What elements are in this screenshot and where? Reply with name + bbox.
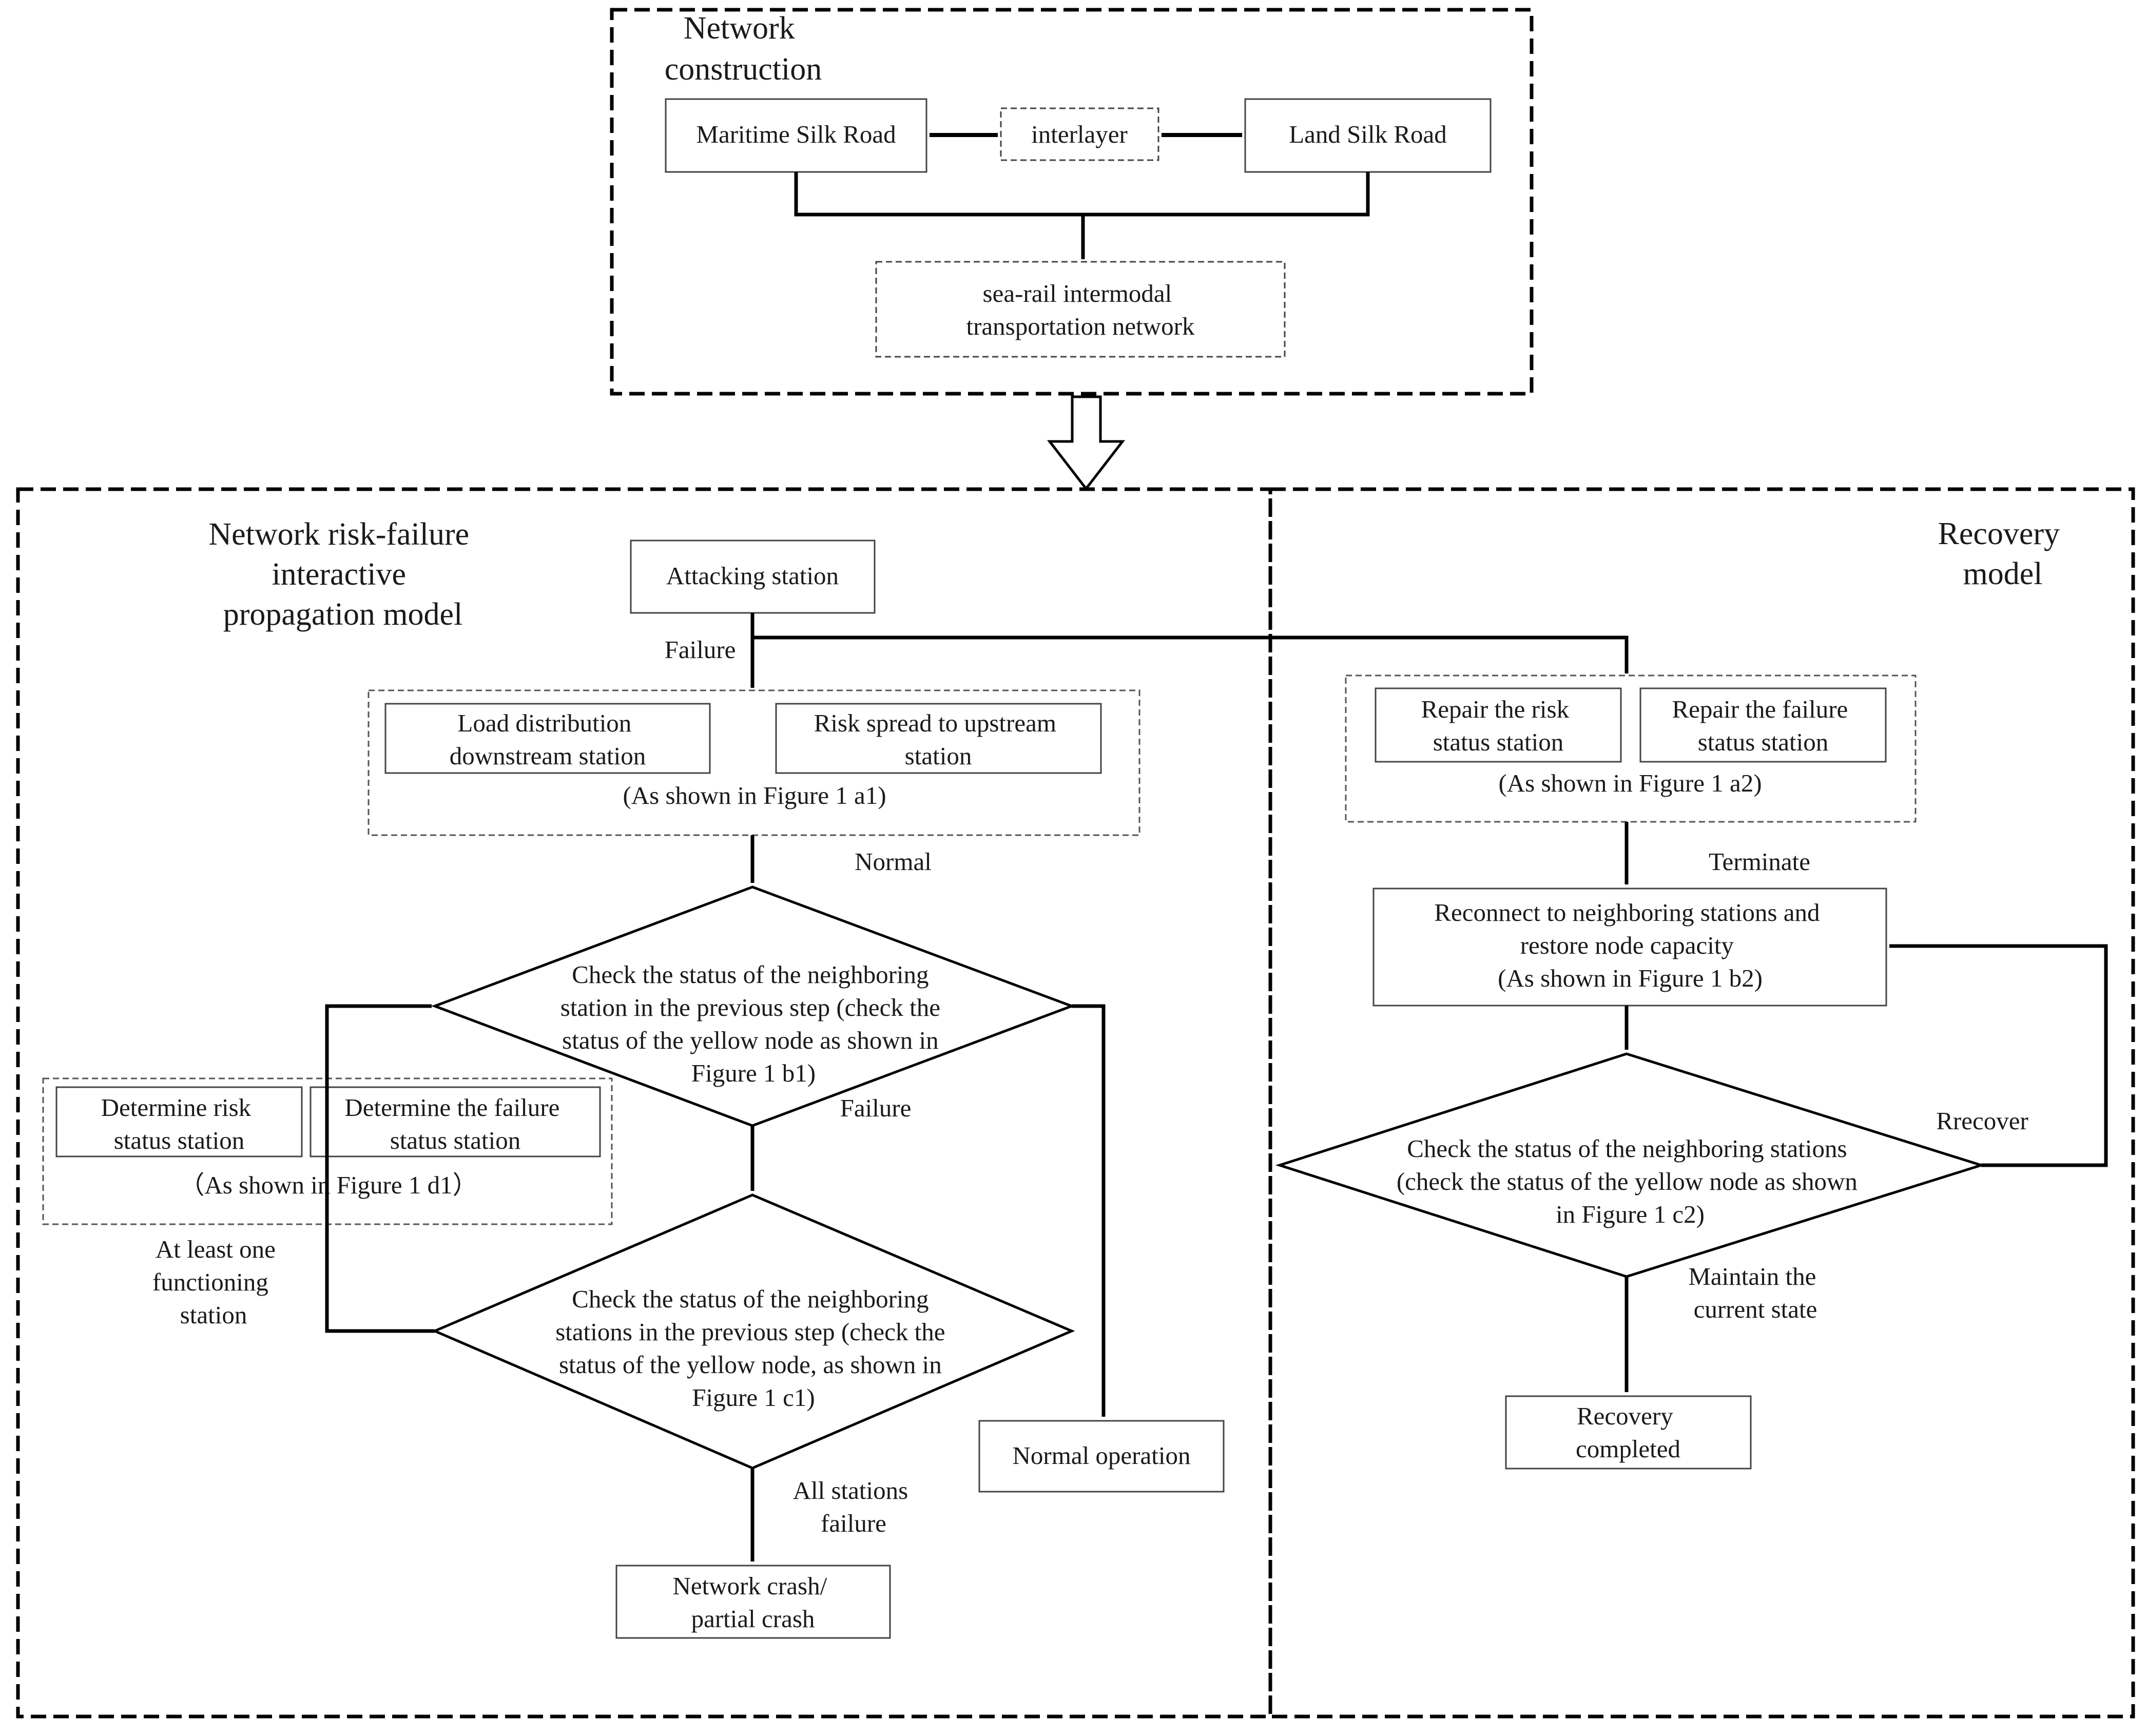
- determine-risk-box: [55, 1086, 303, 1158]
- maritime-silk-road-box: [665, 98, 927, 173]
- determine-failure-box: [310, 1086, 601, 1158]
- risk-failure-panel: [16, 487, 1272, 1719]
- network-construction-panel: [610, 8, 1534, 396]
- network-crash-box: [615, 1565, 891, 1639]
- sea-rail-network-label: sea-rail intermodal transportation netwo…: [966, 279, 1195, 340]
- sea-rail-network-box: [875, 261, 1286, 358]
- interlayer-label: interlayer: [1031, 120, 1128, 148]
- at-least-one-label: At least one functioning station: [152, 1235, 282, 1329]
- big-down-arrow: [1047, 395, 1126, 491]
- land-silk-road-box: [1244, 98, 1492, 173]
- recovery-title: Recovery model: [1938, 516, 2067, 591]
- network-construction-title: Network construction: [665, 11, 822, 87]
- normal-edge-label: Normal: [855, 847, 932, 876]
- decision-diamond-1-label: Check the status of the neighboring stat…: [560, 960, 947, 1087]
- loop-arrow-to-diamond1: [325, 1004, 435, 1333]
- decision-diamond-3: [1275, 1052, 1986, 1278]
- figure-a1-note: (As shown in Figure 1 a1): [623, 781, 886, 809]
- repair-failure-label: Repair the failure status station: [1672, 695, 1854, 756]
- load-distribution-label: Load distribution downstream station: [450, 709, 646, 770]
- terminate-edge-label: Terminate: [1709, 847, 1810, 876]
- recovery-completed-label: Recovery completed: [1576, 1402, 1680, 1463]
- determine-failure-label: Determine the failure status station: [344, 1093, 566, 1154]
- risk-spread-box: [775, 703, 1102, 774]
- load-distribution-box: [384, 703, 711, 774]
- connector-roads-to-network: [794, 172, 1370, 217]
- interlayer-box: [1000, 107, 1159, 161]
- maintain-edge-label: Maintain the current state: [1688, 1262, 1822, 1323]
- reconnect-box: [1372, 888, 1887, 1007]
- repair-group: [1345, 674, 1917, 823]
- arrow-diamond1-to-normal-operation: [1072, 1004, 1106, 1417]
- arrow-attacking-to-recovery: [750, 613, 1629, 674]
- figure-a2-note: (As shown in Figure 1 a2): [1498, 769, 1762, 797]
- land-silk-road-label: Land Silk Road: [1289, 120, 1447, 148]
- repair-risk-label: Repair the risk status station: [1421, 695, 1576, 756]
- risk-failure-title: Network risk-failure interactive propaga…: [208, 517, 477, 632]
- all-stations-label: All stations failure: [793, 1476, 915, 1537]
- network-crash-label: Network crash/ partial crash: [673, 1572, 834, 1633]
- attacking-station-label: Attacking station: [666, 562, 839, 590]
- repair-risk-box: [1375, 687, 1622, 763]
- failure-edge-label-1: Failure: [665, 635, 736, 664]
- decision-diamond-2-label: Check the status of the neighboring stat…: [555, 1285, 952, 1412]
- maritime-silk-road-label: Maritime Silk Road: [696, 120, 896, 148]
- repair-failure-box: [1639, 687, 1887, 763]
- decision-diamond-3-label: Check the status of the neighboring stat…: [1397, 1134, 1864, 1228]
- rrecover-edge-label: Rrecover: [1936, 1107, 2028, 1135]
- recovery-panel: [1268, 487, 2135, 1719]
- determine-risk-label: Determine risk status station: [101, 1093, 258, 1154]
- risk-spread-label: Risk spread to upstream station: [814, 709, 1062, 770]
- failure-edge-label-2: Failure: [840, 1094, 912, 1122]
- loop-arrow-to-reconnect: [1889, 944, 2108, 1167]
- reconnect-label: Reconnect to neighboring stations and re…: [1434, 898, 1826, 992]
- normal-operation-label: Normal operation: [1013, 1441, 1191, 1470]
- recovery-completed-box: [1505, 1395, 1752, 1470]
- normal-operation-box: [978, 1420, 1225, 1493]
